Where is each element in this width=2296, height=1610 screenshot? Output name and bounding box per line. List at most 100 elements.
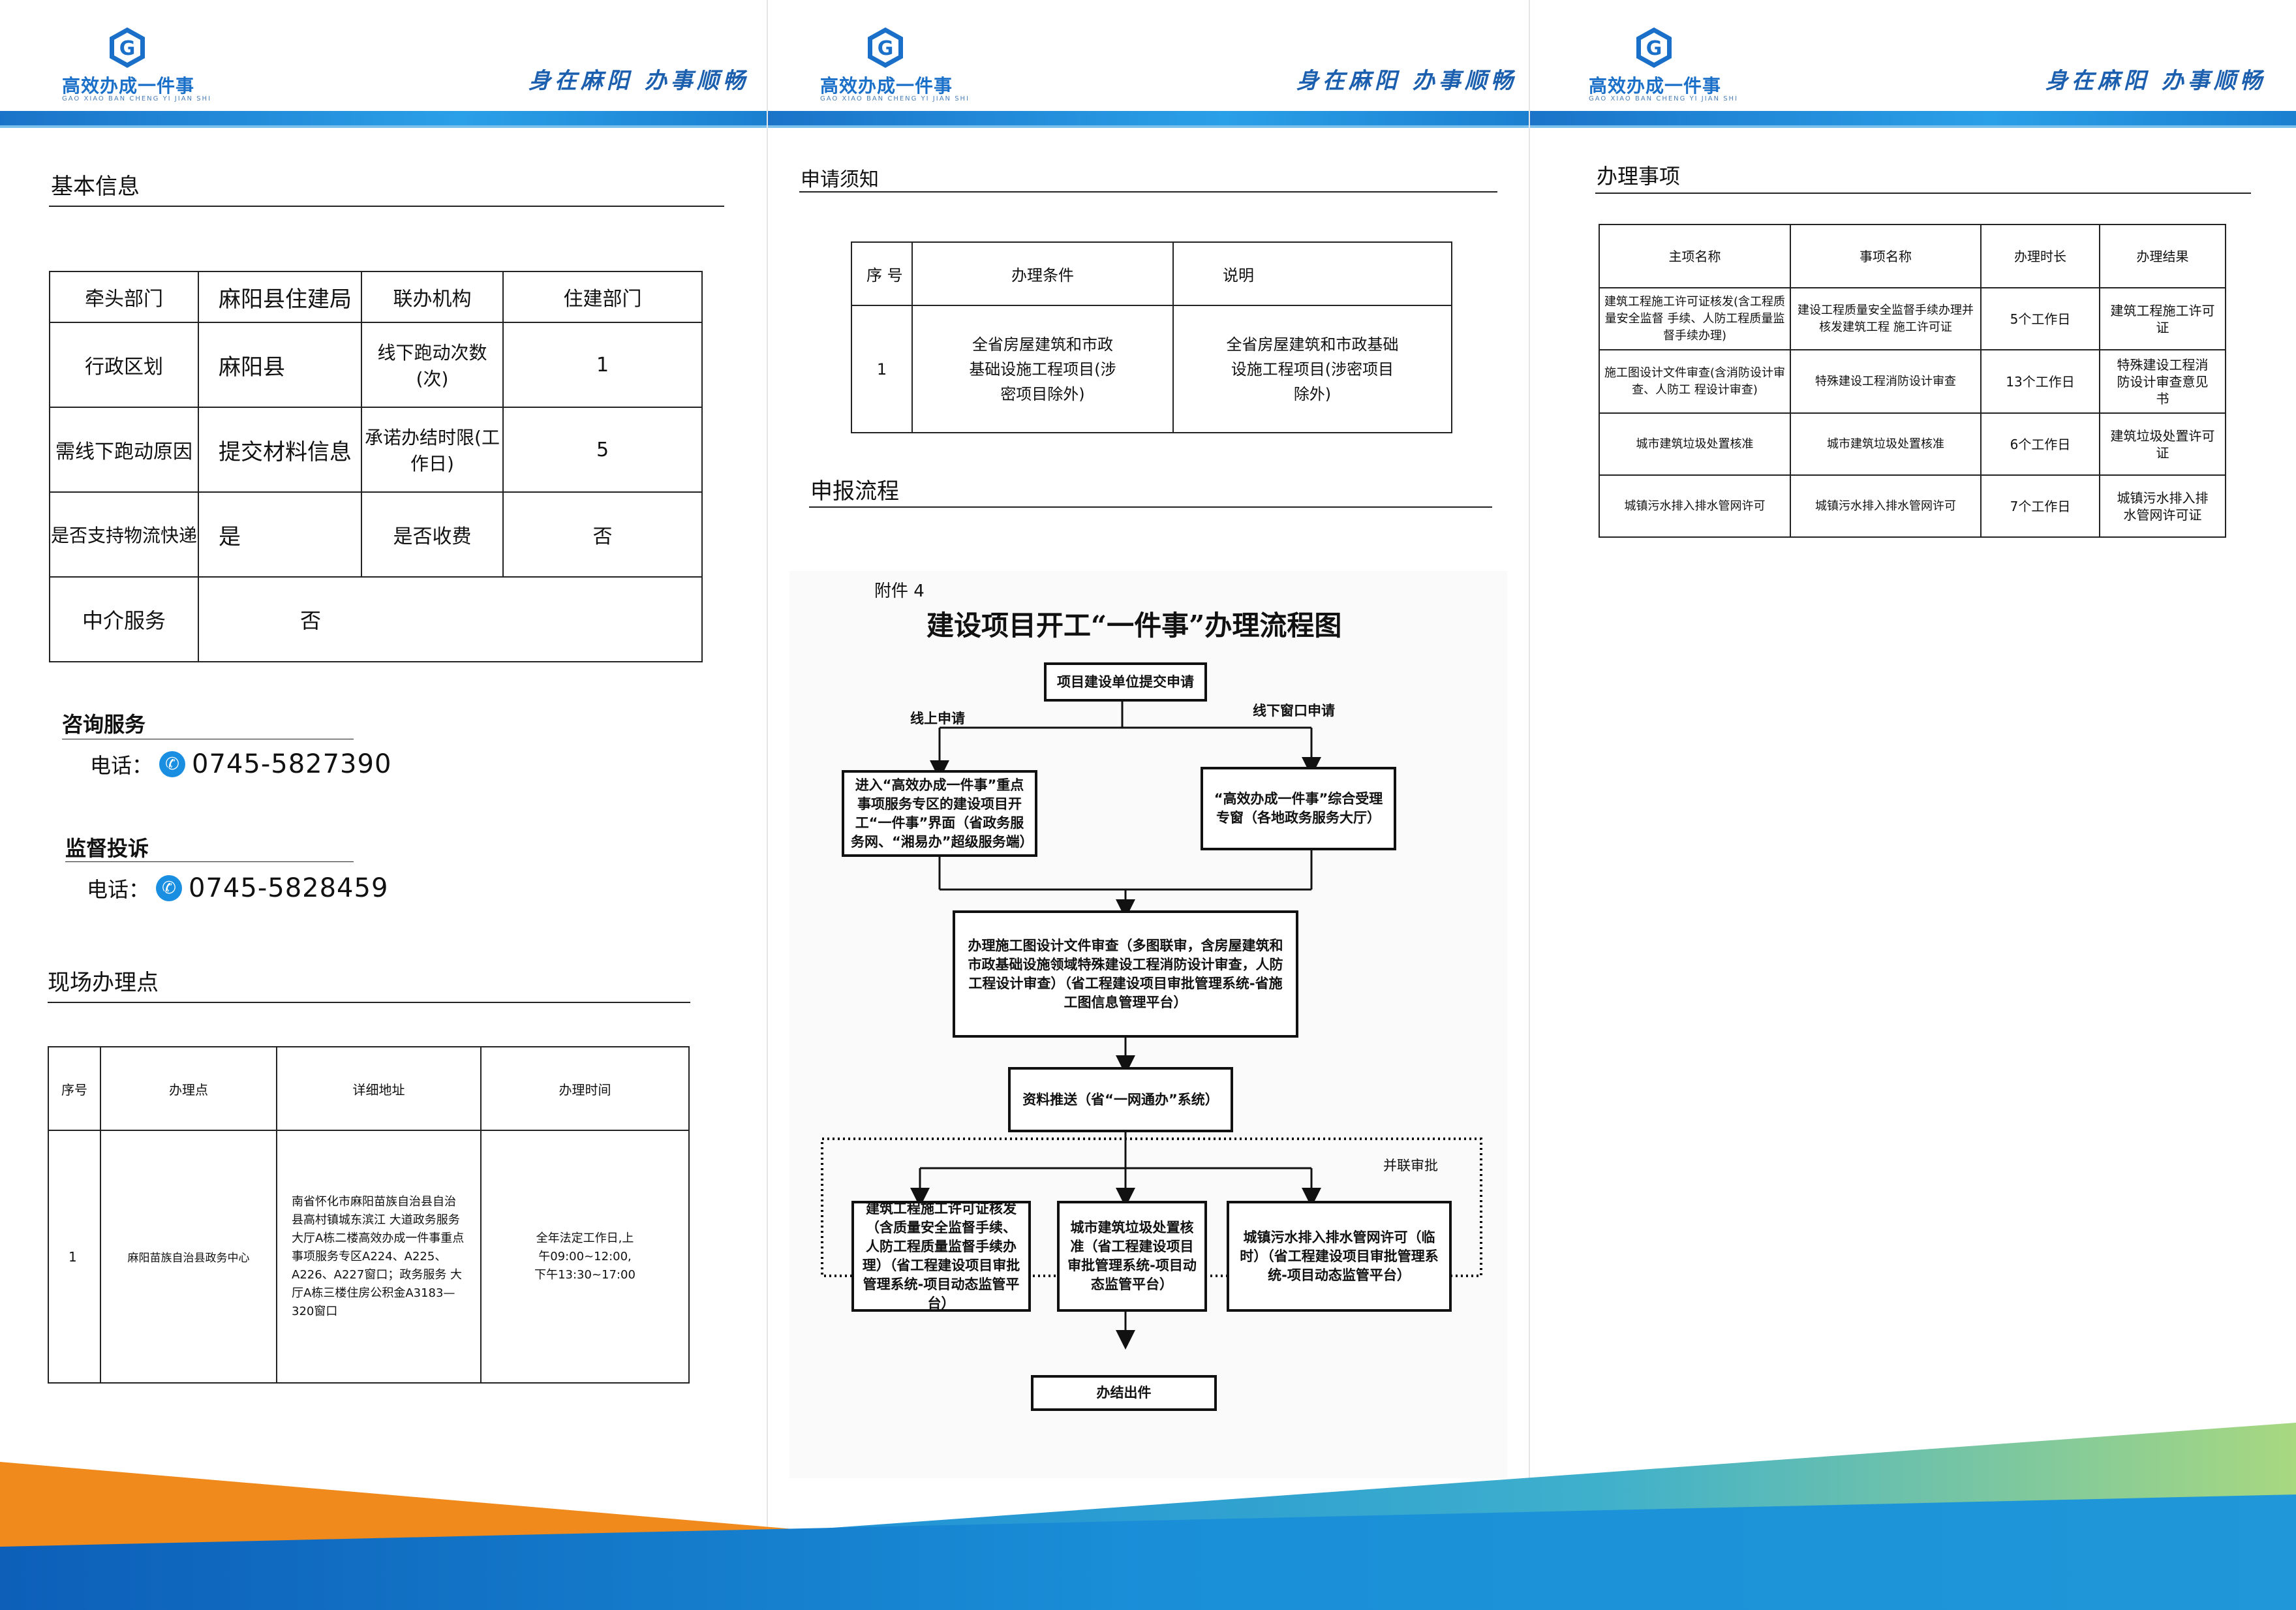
svg-text:G: G [119,37,136,60]
svg-text:G: G [878,37,894,60]
flow-parallel-box-1: 建筑工程施工许可证核发（含质量安全监督手续、人防工程质量监督手续办理）（省工程建… [851,1201,1031,1312]
table-cell: 线下跑动次数(次) [361,322,504,408]
matters-rule [1595,193,2251,194]
table-cell: 城市建筑垃圾处置核准 [1599,412,1791,476]
table-cell: 1 [502,322,703,408]
table-cell: 城市建筑垃圾处置核准 [1790,412,1982,476]
table-header: 详细地址 [276,1046,482,1131]
header-bar [768,111,1529,125]
matters-table: 主项名称 事项名称 办理时长 办理结果 建筑工程施工许可证核发(含工程质量安全监… [1599,224,2226,538]
table-cell: 提交材料信息 [198,407,362,493]
table-row: 城镇污水排入排水管网许可 城镇污水排入排水管网许可 7个工作日 城镇污水排入排水… [1599,474,2226,538]
flow-review-box: 办理施工图设计文件审查（多图联审，含房屋建筑和市政基础设施领域特殊建设工程消防设… [953,910,1298,1038]
online-label: 线上申请 [910,711,965,726]
table-cell: 联办机构 [361,271,504,323]
flow-push-box: 资料推送（省“一网通办”系统） [1008,1067,1233,1132]
flow-parallel-box-3: 城镇污水排入排水管网许可（临时）（省工程建设项目审批管理系统-项目动态监管平台） [1227,1201,1452,1312]
table-header: 办理点 [100,1046,277,1131]
table-cell: 全年法定工作日,上午09:00~12:00,下午13:30~17:00 [480,1130,690,1384]
table-header: 说明 [1172,241,1452,306]
hexagon-logo-icon: G [1636,27,1672,68]
brand-logo: G 高效办成一件事 GAO XIAO BAN CHENG YI JIAN SHI [820,26,970,104]
brand-logo: G 高效办成一件事 GAO XIAO BAN CHENG YI JIAN SHI [1589,26,1739,104]
flow-parallel-box-2: 城市建筑垃圾处置核准（省工程建设项目审批管理系统-项目动态监管平台） [1057,1201,1207,1312]
table-row: 行政区划 麻阳县 线下跑动次数(次) 1 [49,322,703,408]
supervise-title: 监督投诉 [65,836,149,861]
consult-phone: 电话： ✆ 0745-5827390 [90,749,391,779]
hexagon-logo-icon: G [110,27,145,68]
table-cell: 施工图设计文件审查(含消防设计审查、人防工 程设计审查) [1599,349,1791,414]
table-cell: 麻阳县 [198,322,362,408]
header-bar [1530,111,2296,125]
table-header: 办理时长 [1980,224,2100,288]
table-cell: 1 [851,305,913,433]
table-row: 是否支持物流快递 是 是否收费 否 [49,491,703,578]
table-cell: 5 [502,407,703,493]
table-row: 1 麻阳苗族自治县政务中心 南省怀化市麻阳苗族自治县自治县高村镇城东滨江 大道政… [48,1130,690,1384]
phone-number[interactable]: 0745-5827390 [192,749,392,779]
consult-title: 咨询服务 [62,712,146,737]
phone-label: 电话： [90,753,153,778]
table-cell: 需线下跑动原因 [49,407,199,493]
table-header: 办理结果 [2099,224,2226,288]
process-title: 申报流程 [810,478,899,504]
slogan: 身在麻阳 办事顺畅 [2045,68,2266,94]
brand-pinyin: GAO XIAO BAN CHENG YI JIAN SHI [820,95,970,102]
table-cell: 建筑垃圾处置许可证 [2099,412,2226,476]
brand-logo: G 高效办成一件事 GAO XIAO BAN CHENG YI JIAN SHI [62,26,212,104]
header-bar-thin [1530,125,2296,128]
table-cell: 特殊建设工程消防设计审查意见书 [2099,349,2226,414]
table-header: 主项名称 [1599,224,1791,288]
table-cell: 中介服务 [49,576,199,662]
table-cell: 全省房屋建筑和市政基础设施工程项目(涉密项目除外) [1172,305,1452,433]
table-row: 需线下跑动原因 提交材料信息 承诺办结时限(工作日) 5 [49,407,703,493]
table-cell: 是否收费 [361,491,504,578]
table-cell: 否 [198,576,703,662]
table-cell: 5个工作日 [1980,287,2100,350]
flow-online-box: 进入“高效办成一件事”重点事项服务专区的建设项目开工“一件事”界面（省政务服务网… [842,770,1037,857]
brand-pinyin: GAO XIAO BAN CHENG YI JIAN SHI [62,95,212,102]
table-cell: 住建部门 [502,271,703,323]
header-bar [0,111,767,125]
table-header-row: 序 号 办理条件 说明 [851,241,1452,306]
parallel-label: 并联审批 [1383,1158,1438,1173]
slogan: 身在麻阳 办事顺畅 [1296,68,1517,94]
flowchart-title: 建设项目开工“一件事”办理流程图 [926,610,1342,642]
basic-info-rule [49,206,724,207]
table-cell: 城镇污水排入排水管网许可证 [2099,474,2226,538]
phone-number[interactable]: 0745-5828459 [189,873,389,903]
table-header-row: 序号 办理点 详细地址 办理时间 [48,1046,690,1131]
table-cell: 建筑工程施工许可证核发(含工程质量安全监督 手续、人防工程质量监督手续办理) [1599,287,1791,350]
table-cell: 城镇污水排入排水管网许可 [1599,474,1791,538]
site-title: 现场办理点 [48,970,159,996]
table-cell: 麻阳县住建局 [198,271,362,323]
table-header: 办理条件 [911,241,1174,306]
brand-pinyin: GAO XIAO BAN CHENG YI JIAN SHI [1589,95,1739,102]
table-cell: 南省怀化市麻阳苗族自治县自治县高村镇城东滨江 大道政务服务大厅A栋二楼高效办成一… [276,1130,482,1384]
table-row: 施工图设计文件审查(含消防设计审查、人防工 程设计审查) 特殊建设工程消防设计审… [1599,349,2226,414]
table-cell: 建筑工程施工许可证 [2099,287,2226,350]
header-bar-thin [0,125,767,128]
flow-connectors [821,702,1482,1350]
apply-notice-title: 申请须知 [801,168,879,191]
header-bar-thin [768,125,1529,128]
process-rule [809,506,1492,508]
svg-text:G: G [1646,37,1662,60]
supervise-rule [65,861,354,862]
attachment-label: 附件 4 [874,581,925,601]
table-cell: 承诺办结时限(工作日) [361,407,504,493]
table-cell: 建设工程质量安全监督手续办理并核发建筑工程 施工许可证 [1790,287,1982,350]
phone-icon: ✆ [156,875,183,901]
basic-info-table: 牵头部门 麻阳县住建局 联办机构 住建部门 行政区划 麻阳县 线下跑动次数(次)… [49,271,703,662]
table-cell: 城镇污水排入排水管网许可 [1790,474,1982,538]
basic-info-title: 基本信息 [51,174,140,200]
apply-notice-rule [799,191,1497,193]
table-header: 办理时间 [480,1046,690,1131]
table-cell: 牵头部门 [49,271,199,323]
flow-offline-box: “高效办成一件事”综合受理专窗（各地政务服务大厅） [1201,767,1396,850]
flow-end-box: 办结出件 [1031,1375,1217,1411]
table-cell: 是否支持物流快递 [49,491,199,578]
apply-notice-table: 序 号 办理条件 说明 1 全省房屋建筑和市政基础设施工程项目(涉密项目除外) … [851,241,1452,433]
table-header: 事项名称 [1790,224,1982,288]
matters-title: 办理事项 [1597,164,1681,189]
